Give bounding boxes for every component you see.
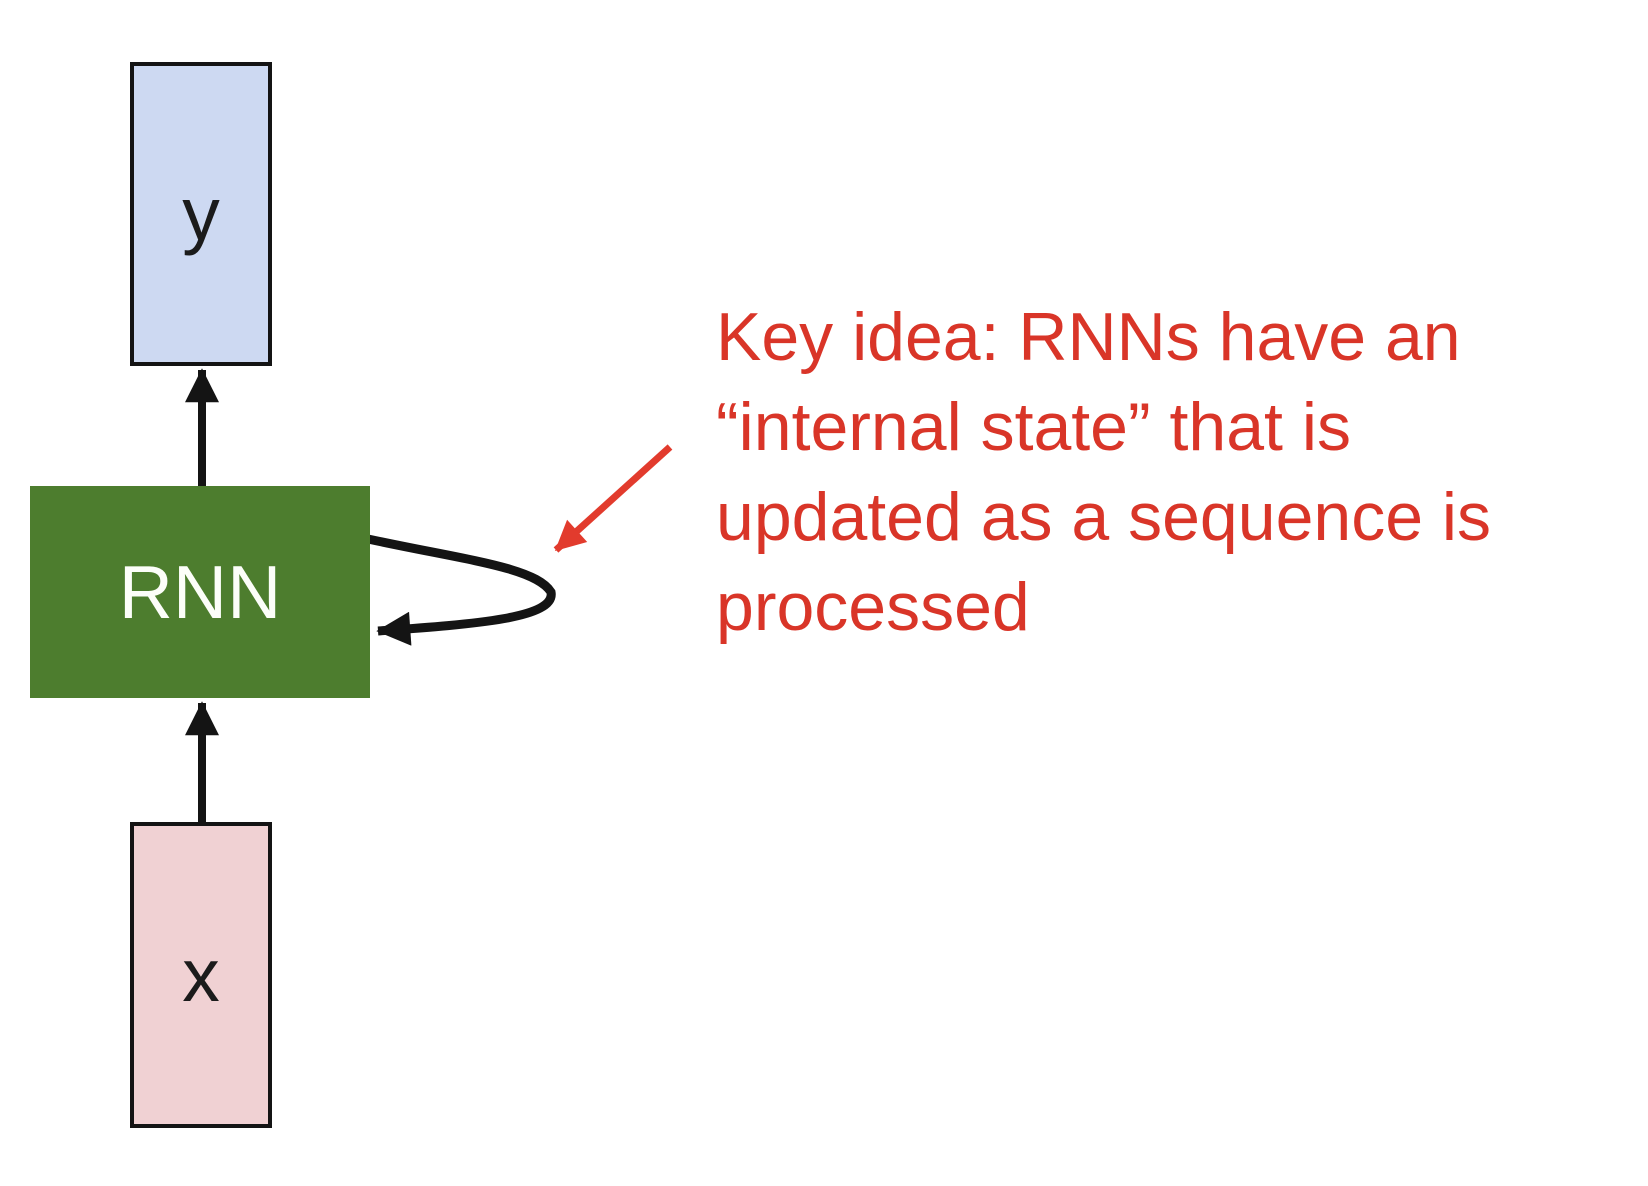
node-x: x	[130, 822, 272, 1128]
node-y-label: y	[182, 171, 220, 256]
node-x-label: x	[182, 932, 220, 1017]
annotation-arrow	[553, 444, 673, 553]
self-loop-arrow	[367, 534, 556, 646]
node-rnn-label: RNN	[118, 549, 282, 634]
node-y: y	[130, 62, 272, 366]
node-rnn: RNN	[30, 486, 370, 698]
annotation-text: Key idea: RNNs have an “internal state” …	[716, 299, 1492, 645]
